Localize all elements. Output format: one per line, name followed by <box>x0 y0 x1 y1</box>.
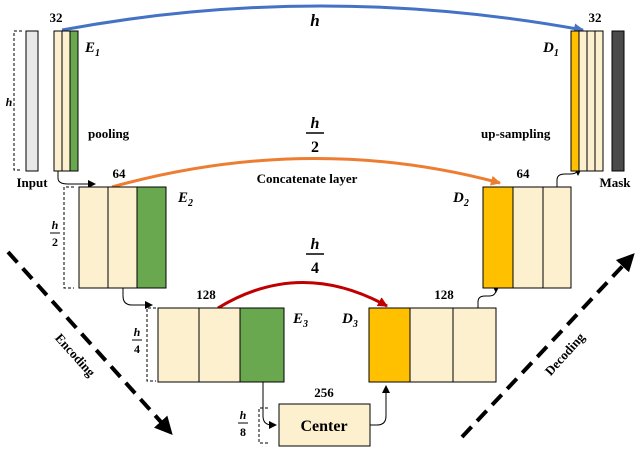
d1-channels-label: 32 <box>589 10 602 25</box>
d1-feature-map-2 <box>578 30 588 172</box>
center-label: Center <box>300 418 347 435</box>
encoding-arrow <box>6 250 173 435</box>
e2-feature-map-3 <box>136 186 167 289</box>
skip-low-numerator: h <box>311 236 320 253</box>
d2-feature-map-2 <box>512 186 544 289</box>
e3-subscript: 3 <box>302 319 308 330</box>
e1-feature-map-1 <box>53 30 63 172</box>
d1-subscript: 1 <box>554 48 559 59</box>
d2-subscript: 2 <box>463 198 469 209</box>
d1-label: D1 <box>542 40 559 59</box>
center-height-denominator: 8 <box>240 425 246 439</box>
e2-feature-map-2 <box>107 186 138 289</box>
d2-feature-map-1 <box>482 186 514 289</box>
d2-channels-label: 64 <box>517 166 531 181</box>
e2-label: E2 <box>177 190 193 209</box>
input-height-label: h <box>6 95 13 109</box>
e3-height-brace <box>146 307 156 382</box>
skip-connection-mid-arrow <box>111 157 501 189</box>
center-height-brace <box>258 407 268 444</box>
input-block <box>25 30 39 172</box>
d2-label: D2 <box>452 190 469 209</box>
e3-feature-map-2 <box>198 307 241 383</box>
d3-subscript: 3 <box>352 319 358 330</box>
decoder-block-d2 <box>482 186 572 289</box>
upsampling-label: up-sampling <box>481 126 551 141</box>
encoder-block-e1 <box>53 30 79 172</box>
e1-subscript: 1 <box>95 48 100 59</box>
d2-feature-map-3 <box>542 186 572 289</box>
skip-connection-low-arrow <box>217 281 388 310</box>
mask-block <box>611 30 625 172</box>
d3-feature-map-3 <box>452 307 497 383</box>
d3-label: D3 <box>341 311 358 330</box>
skip-mid-denominator: 2 <box>311 139 319 156</box>
e3-height-denominator: 4 <box>134 342 140 356</box>
d1-feature-map-1 <box>570 30 580 172</box>
encoder-block-e2 <box>78 186 167 289</box>
e2-height-numerator: h <box>52 218 59 232</box>
input-label: Input <box>16 175 48 190</box>
decoding-arrow <box>460 253 635 439</box>
d1-feature-map-4 <box>594 30 604 172</box>
concatenate-layer-label: Concatenate layer <box>257 171 358 186</box>
decoding-label: Decoding <box>542 329 588 378</box>
e1-feature-map-2 <box>61 30 71 172</box>
e1-feature-map-3 <box>69 30 79 172</box>
e3-label: E3 <box>292 311 308 330</box>
center-height-numerator: h <box>240 408 247 422</box>
center-block <box>278 403 371 447</box>
e2-height-denominator: 2 <box>52 235 58 249</box>
decoder-block-d1 <box>570 30 604 172</box>
e2-to-e3-arrow <box>122 288 153 309</box>
e1-to-e2-arrow <box>57 171 96 188</box>
e2-feature-map-1 <box>78 186 109 289</box>
d3-to-d2-arrow <box>477 285 500 308</box>
d1-feature-map-3 <box>586 30 596 172</box>
skip-top-label: h <box>310 11 319 30</box>
encoder-block-e3 <box>157 307 285 383</box>
d3-feature-map-1 <box>368 307 411 383</box>
center-channels-label: 256 <box>314 385 334 400</box>
input-height-brace <box>13 30 22 171</box>
e1-label: E1 <box>84 40 100 59</box>
e1-channels-label: 32 <box>50 10 63 25</box>
skip-low-denominator: 4 <box>311 260 319 277</box>
skip-mid-numerator: h <box>311 115 320 132</box>
d3-feature-map-2 <box>409 307 454 383</box>
e3-channels-label: 128 <box>196 287 216 302</box>
decoder-block-d3 <box>368 307 497 383</box>
e3-feature-map-3 <box>239 307 285 383</box>
e2-channels-label: 64 <box>113 166 127 181</box>
skip-connection-top-arrow <box>61 4 584 34</box>
center-to-d3-arrow <box>370 385 390 426</box>
mask-label: Mask <box>599 175 631 190</box>
e3-feature-map-1 <box>157 307 200 383</box>
pooling-label: pooling <box>88 126 130 141</box>
e3-height-numerator: h <box>134 325 141 339</box>
e3-to-center-arrow <box>262 382 277 429</box>
e2-subscript: 2 <box>187 198 193 209</box>
e2-height-brace <box>63 186 74 289</box>
d3-channels-label: 128 <box>434 287 454 302</box>
encoding-label: Encoding <box>52 330 99 380</box>
